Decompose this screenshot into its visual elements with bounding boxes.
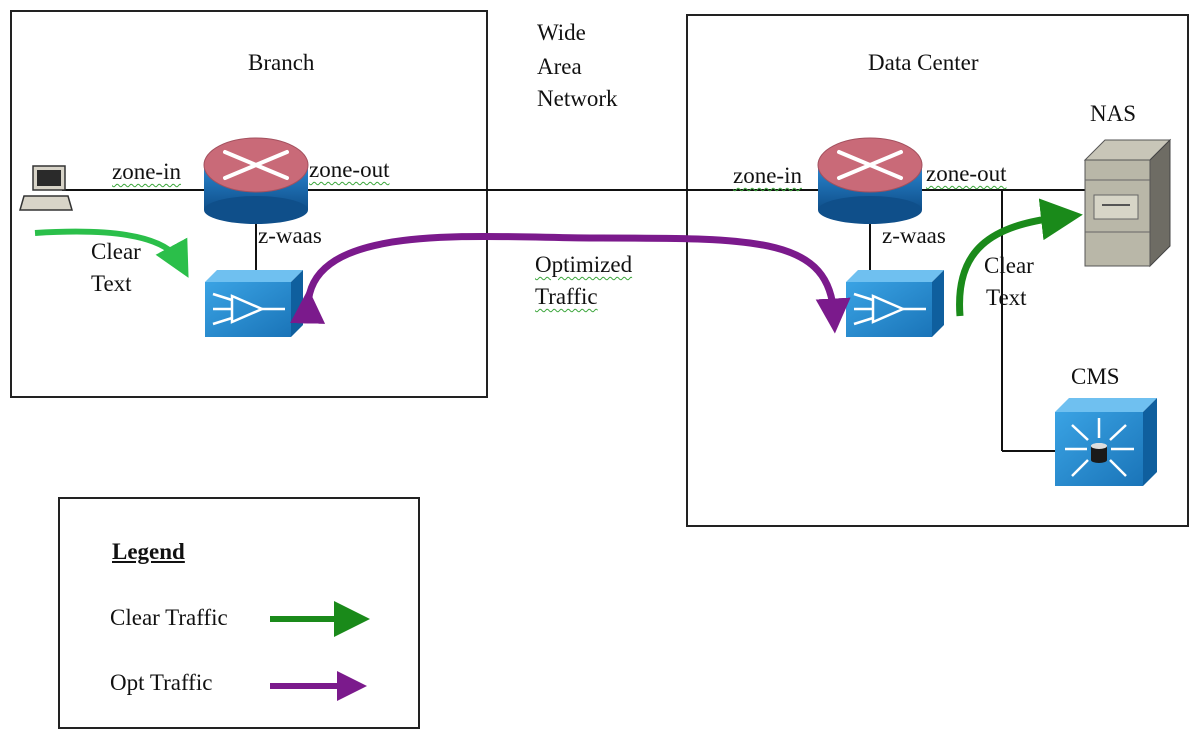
nas-server-icon	[1083, 138, 1172, 268]
dc-zone-out-label: zone-out	[926, 161, 1007, 186]
wan-label-line1: Wide	[537, 20, 586, 45]
branch-z-waas-label: z-waas	[258, 223, 322, 248]
legend-clear-traffic-label: Clear Traffic	[110, 605, 228, 630]
dc-zone-in-label: zone-in	[733, 163, 802, 188]
dc-clear-text-line1: Clear	[984, 253, 1034, 278]
router-icon	[817, 137, 923, 224]
optimized-traffic-arrow	[290, 232, 851, 334]
dc-clear-arrow	[956, 198, 1083, 317]
cms-switch-icon	[1055, 398, 1157, 486]
waas-appliance-icon	[846, 270, 944, 337]
branch-box	[10, 10, 488, 398]
branch-clear-text-line1: Clear	[91, 239, 141, 264]
waas-appliance-icon	[205, 270, 303, 337]
optimized-label-line2: Traffic	[535, 284, 598, 309]
wan-label-line2: Area	[537, 54, 582, 79]
workstation-icon	[19, 165, 73, 211]
data-center-title: Data Center	[868, 50, 979, 75]
dc-z-waas-label: z-waas	[882, 223, 946, 248]
branch-clear-arrow	[34, 228, 189, 278]
wan-label-line3: Network	[537, 86, 618, 111]
nas-label: NAS	[1090, 101, 1137, 126]
dc-clear-text-line2: Text	[986, 285, 1027, 310]
cms-label: CMS	[1071, 364, 1120, 389]
branch-clear-text-line2: Text	[91, 271, 132, 296]
optimized-label-line1: Optimized	[535, 252, 633, 277]
branch-zone-out-label: zone-out	[309, 157, 390, 182]
branch-zone-in-label: zone-in	[112, 159, 181, 184]
data-center-box	[686, 14, 1189, 527]
router-icon	[203, 137, 309, 224]
legend-title: Legend	[112, 539, 185, 564]
legend-box	[58, 497, 420, 729]
legend-opt-traffic-label: Opt Traffic	[110, 670, 213, 695]
branch-title: Branch	[248, 50, 315, 75]
